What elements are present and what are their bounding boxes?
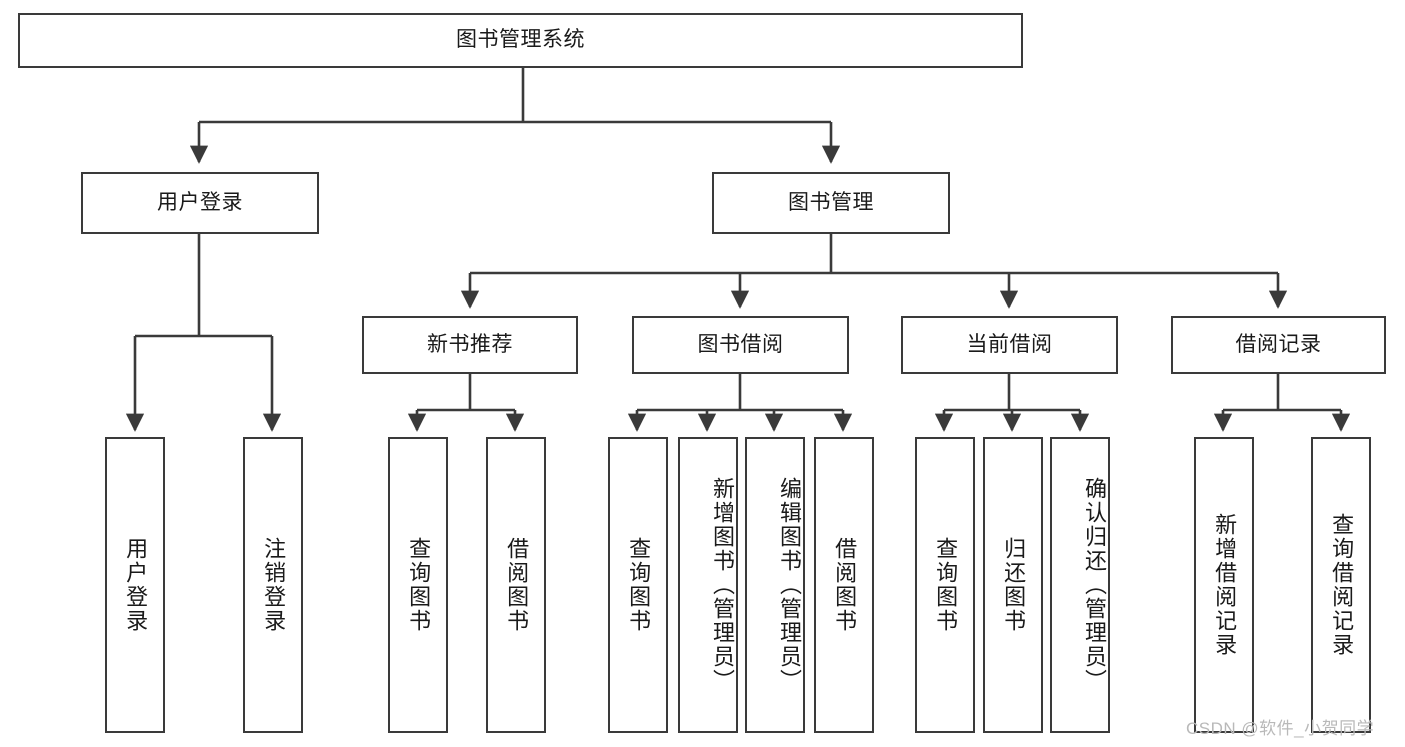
leaf-query-book-3[interactable]: 查询图书 [915,437,975,733]
leaf-confirm-return-admin[interactable]: 确认归还（管理员） [1050,437,1110,733]
node-new-book-recommend[interactable]: 新书推荐 [362,316,578,374]
leaf-add-borrow-record[interactable]: 新增借阅记录 [1194,437,1254,733]
node-user-login[interactable]: 用户登录 [81,172,319,234]
node-root[interactable]: 图书管理系统 [18,13,1023,68]
leaf-add-book-admin[interactable]: 新增图书（管理员） [678,437,738,733]
node-borrow-record[interactable]: 借阅记录 [1171,316,1386,374]
leaf-borrow-book-2[interactable]: 借阅图书 [814,437,874,733]
node-current-borrow[interactable]: 当前借阅 [901,316,1118,374]
leaf-user-login[interactable]: 用户登录 [105,437,165,733]
leaf-edit-book-admin[interactable]: 编辑图书（管理员） [745,437,805,733]
leaf-query-book-1[interactable]: 查询图书 [388,437,448,733]
leaf-return-book[interactable]: 归还图书 [983,437,1043,733]
leaf-logout-login[interactable]: 注销登录 [243,437,303,733]
csdn-watermark: CSDN @软件_小贺同学 [1186,719,1375,738]
leaf-query-book-2[interactable]: 查询图书 [608,437,668,733]
leaf-query-borrow-record[interactable]: 查询借阅记录 [1311,437,1371,733]
node-book-manage[interactable]: 图书管理 [712,172,950,234]
node-book-borrow[interactable]: 图书借阅 [632,316,849,374]
leaf-borrow-book-1[interactable]: 借阅图书 [486,437,546,733]
